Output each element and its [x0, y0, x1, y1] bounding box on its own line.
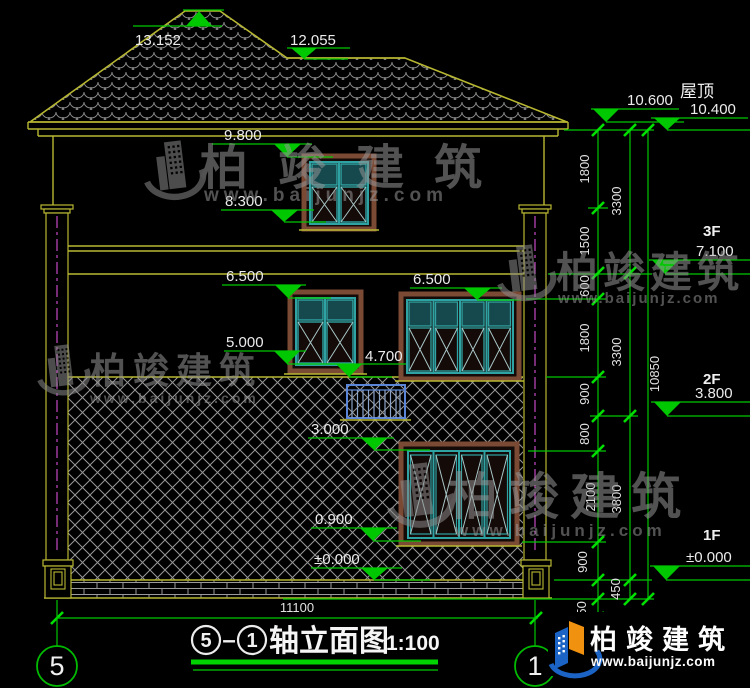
level-text: 10.400 — [690, 101, 736, 118]
level-ground-right: ±0.000 — [650, 549, 750, 581]
dim-total-height: 10850 — [647, 356, 662, 392]
level-text: 13.152 — [135, 32, 181, 49]
watermark-brand: 柏竣建筑 — [90, 350, 262, 391]
level-text: 5.000 — [226, 334, 264, 351]
dim-v: 600 — [577, 275, 592, 297]
watermark-site: www.baijunjz.com — [89, 390, 259, 406]
level-text: 12.055 — [290, 32, 336, 49]
window-2f-right — [395, 291, 525, 382]
watermark-block: 柏竣建筑 www.baijunjz.com — [147, 140, 512, 206]
level-markers: 13.152 12.055 9.800 8.300 6.500 6.500 5.… — [133, 9, 750, 581]
level-text: 6.500 — [226, 268, 264, 285]
logo-brand: 柏竣建筑 — [590, 624, 734, 655]
axis-bubble-number: 5 — [49, 651, 64, 681]
dim-v: 1500 — [577, 227, 592, 256]
level-text: ±0.000 — [686, 549, 732, 566]
dim-v: 3300 — [609, 338, 624, 367]
window-3f — [299, 153, 379, 232]
watermark-block: 柏竣建筑 www.baijunjz.com — [500, 244, 744, 307]
watermark-site: www.baijunjz.com — [203, 185, 448, 206]
window-2f-left — [284, 289, 367, 375]
level-text: ±0.000 — [314, 551, 360, 568]
title-scale: 1:100 — [386, 632, 440, 655]
brand-logo: 柏竣建筑 www.baijunjz.com — [548, 612, 750, 679]
level-w1-top: 3.000 — [308, 421, 430, 451]
dimension-chains: 1800 1500 600 1800 900 800 2100 900 450 … — [50, 123, 662, 647]
dim-v: 800 — [577, 423, 592, 445]
level-w2-top-right: 6.500 — [410, 271, 521, 301]
floor-label-roof: 屋顶 — [680, 82, 714, 101]
plinth-brick — [68, 580, 523, 598]
floor-label-2f: 2F — [703, 371, 721, 388]
dim-total-width: 11100 — [280, 600, 314, 615]
drawing-title: 5 – 1 轴立面图 1:100 — [190, 624, 440, 671]
dim-v: 3800 — [609, 485, 624, 514]
level-ridge2: 12.055 — [287, 32, 350, 60]
level-eave: 10.400 — [651, 101, 750, 131]
floor-label-3f: 3F — [703, 223, 721, 240]
watermarks: 柏竣建筑 www.baijunjz.com 柏竣建筑 www.baijunjz.… — [40, 140, 744, 540]
watermark-site: www.baijunjz.com — [454, 521, 666, 540]
level-eave-top: 10.600 — [591, 92, 684, 123]
watermark-block: 柏竣建筑 www.baijunjz.com — [40, 344, 262, 406]
level-band2: 4.700 — [329, 348, 406, 378]
axis-bubble-number: 1 — [527, 651, 542, 681]
level-ridge: 13.152 — [133, 9, 224, 49]
logo-site: www.baijunjz.com — [590, 654, 716, 669]
dim-v: 3300 — [609, 187, 624, 216]
watermark-block: 柏竣建筑 www.baijunjz.com — [390, 462, 692, 540]
level-text: 8.300 — [225, 193, 263, 210]
dim-v: 900 — [577, 383, 592, 405]
title-text: 轴立面图 — [269, 624, 389, 658]
logo-tower-orange — [569, 621, 584, 655]
logo-swoosh — [548, 649, 603, 679]
level-text: 0.900 — [315, 511, 353, 528]
level-text: 3.000 — [311, 421, 349, 438]
level-text: 10.600 — [627, 92, 673, 109]
level-w3-top: 9.800 — [212, 127, 333, 158]
logo-tower-blue — [555, 627, 568, 669]
logo-windows — [558, 635, 565, 655]
title-separator: – — [222, 627, 235, 654]
balcony-railing — [340, 384, 411, 421]
roof-tiles — [27, 10, 568, 123]
level-f2: 3.800 — [651, 385, 750, 417]
level-text: 3.800 — [695, 385, 733, 402]
level-w1-sill: 0.900 — [311, 511, 421, 542]
floor-label-1f: 1F — [703, 527, 721, 544]
level-text: 9.800 — [224, 127, 262, 144]
level-text: 6.500 — [413, 271, 451, 288]
dim-v: 900 — [575, 551, 590, 573]
watermark-brand: 柏竣建筑 — [200, 142, 512, 195]
dim-v: 1800 — [577, 324, 592, 353]
watermark-brand: 柏竣建筑 — [556, 249, 744, 296]
dim-v: 450 — [608, 578, 623, 600]
level-w3-sill: 8.300 — [221, 193, 326, 223]
title-axis-b: 1 — [246, 630, 257, 652]
level-f3: 7.100 — [649, 243, 750, 275]
axis-bubble-left: 5 — [36, 645, 78, 687]
level-text: 4.700 — [365, 348, 403, 365]
level-text: 7.100 — [696, 243, 734, 260]
title-axis-a: 5 — [200, 630, 211, 652]
watermark-site: www.baijunjz.com — [557, 290, 719, 307]
dim-v: 1800 — [577, 155, 592, 184]
column-left — [40, 204, 74, 599]
level-w2-top-left: 6.500 — [222, 268, 331, 299]
watermark-brand: 柏竣建筑 — [448, 469, 692, 525]
level-ground-left: ±0.000 — [311, 551, 430, 581]
dim-v: 2100 — [583, 483, 598, 512]
